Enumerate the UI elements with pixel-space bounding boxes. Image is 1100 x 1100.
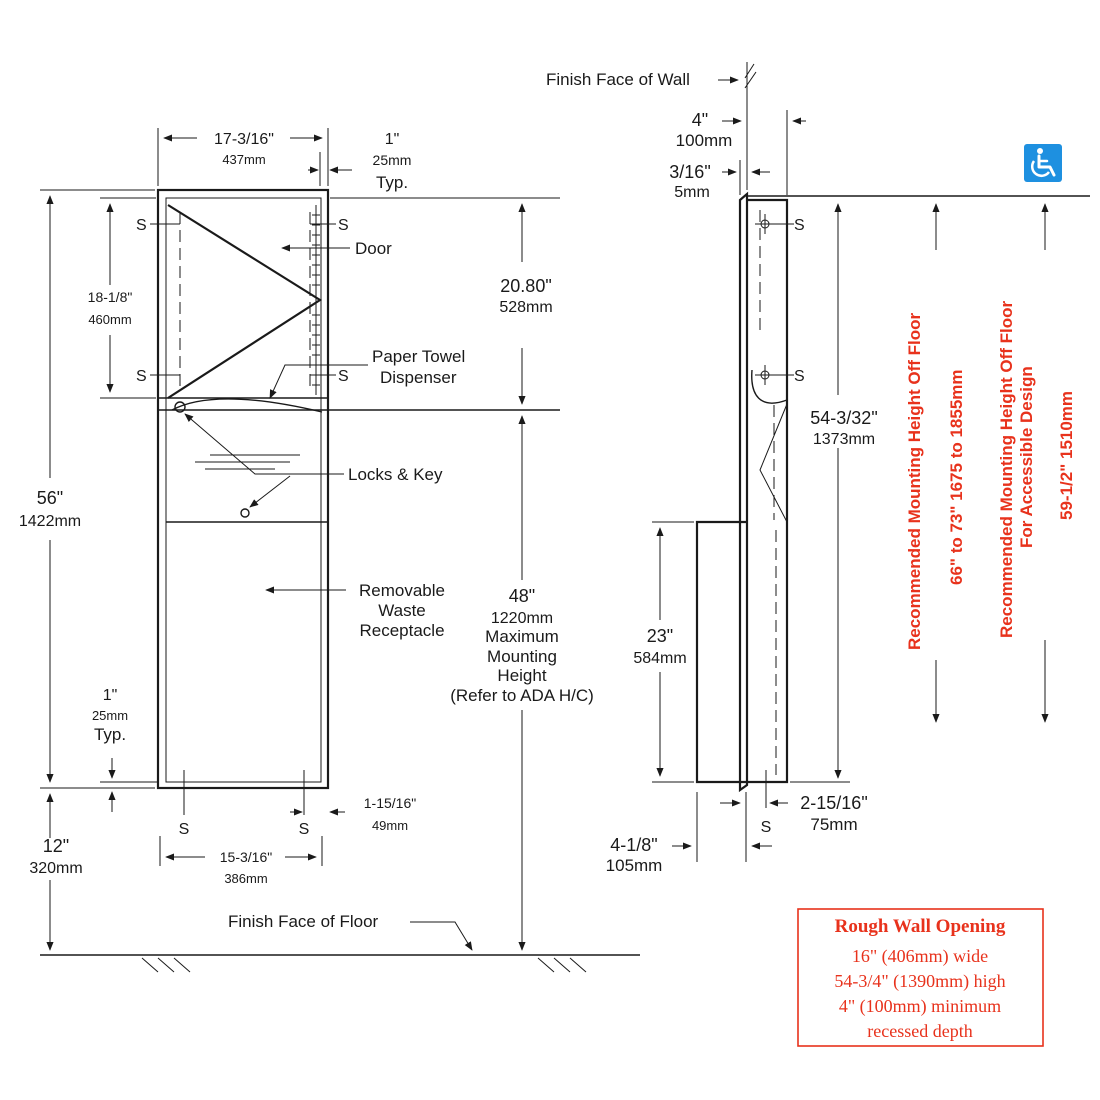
screw-mark: S [338, 368, 349, 385]
bottom-flange-mm: 25mm [92, 708, 128, 723]
screw-mark: S [136, 368, 147, 385]
bottom-flange-typ: Typ. [94, 725, 126, 744]
flange-thk-mm: 5mm [674, 184, 710, 201]
flange-mm: 25mm [373, 152, 412, 168]
max-height-line-4: (Refer to ADA H/C) [450, 686, 594, 705]
top-section-dim: 20.80" [500, 276, 551, 296]
recept-height-mm: 584mm [633, 650, 686, 667]
dispenser-curve [171, 398, 323, 413]
max-height-mm: 1220mm [491, 610, 553, 627]
cabinet-inner [165, 197, 322, 783]
screw-mark: S [761, 819, 772, 836]
screw-span-mm: 386mm [224, 871, 267, 886]
locks-key-label: Locks & Key [348, 465, 443, 484]
max-height-line-1: Maximum [485, 627, 559, 646]
overall-height-dim: 56" [37, 488, 63, 508]
door-height-dim: 18-1/8" [88, 289, 133, 305]
screw-mark: S [794, 217, 805, 234]
rough-opening-line-1: 16" (406mm) wide [852, 946, 988, 967]
flange-thk-dim: 3/16" [669, 162, 710, 182]
screw-span-dim: 15-3/16" [220, 849, 272, 865]
accessibility-notes: Recommended Mounting Height Off Floor 66… [905, 144, 1076, 723]
recept-height-dim: 23" [647, 626, 673, 646]
flange-typ: Typ. [376, 173, 408, 192]
accessible-label-1: Recommended Mounting Height Off Floor [997, 300, 1016, 638]
screw-mark: S [179, 821, 190, 838]
accessible-value: 59-1/2" 1510mm [1057, 391, 1076, 520]
side-flange [738, 191, 749, 793]
overall-height-mm: 1422mm [19, 513, 81, 530]
max-height-line-2: Mounting [487, 647, 557, 666]
floor-gap-mm: 320mm [29, 860, 82, 877]
floor-hatch [141, 957, 587, 973]
flange-dim: 1" [385, 131, 400, 148]
floor-gap-dim: 12" [43, 836, 69, 856]
side-body [747, 198, 789, 784]
rough-opening-line-2: 54-3/4" (1390mm) high [834, 971, 1005, 992]
screw-icon [755, 365, 794, 385]
screw-mark: S [136, 217, 147, 234]
lock-top-icon [174, 401, 186, 413]
depth-dim: 4" [692, 110, 708, 130]
lock-bottom-icon [240, 508, 250, 518]
protrusion-mm: 105mm [606, 856, 663, 875]
overall-width-mm: 437mm [222, 152, 265, 167]
screw-mark: S [338, 217, 349, 234]
screw-offset-dim: 1-15/16" [364, 795, 416, 811]
waste-label-1: Removable [359, 581, 445, 600]
screw-mark: S [794, 368, 805, 385]
depth-mm: 100mm [676, 131, 733, 150]
hinge-ticks [312, 205, 320, 395]
side-curve [751, 369, 788, 404]
screw-depth-dim: 2-15/16" [800, 793, 867, 813]
rough-opening-line-4: recessed depth [867, 1021, 972, 1041]
bottom-flange-dim: 1" [103, 687, 118, 704]
height-mm: 1373mm [813, 431, 875, 448]
receptacle-protrusion [695, 520, 747, 784]
screw-icon [755, 214, 794, 234]
rough-opening-title: Rough Wall Opening [835, 916, 1006, 937]
max-height-line-3: Height [497, 666, 546, 685]
wall-label: Finish Face of Wall [546, 70, 690, 89]
paper-towel-label-2: Dispenser [380, 368, 457, 387]
accessible-label-2: For Accessible Design [1017, 366, 1036, 548]
door-height-mm: 460mm [88, 312, 131, 327]
door-zigzag [167, 204, 323, 399]
overall-width-dim: 17-3/16" [214, 131, 274, 148]
rec-height-value: 66" to 73" 1675 to 1855mm [947, 369, 966, 585]
floor-label: Finish Face of Floor [228, 912, 379, 931]
screw-offset-mm: 49mm [372, 818, 408, 833]
paper-towel-label-1: Paper Towel [372, 347, 465, 366]
door-label: Door [355, 239, 392, 258]
rec-height-label: Recommended Mounting Height Off Floor [905, 312, 924, 650]
side-view: Finish Face of Wall 4" 100mm 3/16" 5mm [546, 62, 1090, 875]
protrusion-dim: 4-1/8" [610, 835, 657, 855]
front-view: 17-3/16" 437mm 1" 25mm Typ. S S S S Door… [19, 128, 640, 973]
height-dim: 54-3/32" [810, 408, 877, 428]
screw-depth-mm: 75mm [810, 815, 857, 834]
wheelchair-icon [1024, 144, 1062, 182]
top-section-mm: 528mm [499, 299, 552, 316]
waste-label-3: Receptacle [359, 621, 444, 640]
screw-mark: S [299, 821, 310, 838]
rough-opening-box: Rough Wall Opening 16" (406mm) wide 54-3… [797, 908, 1044, 1047]
rough-opening-line-3: 4" (100mm) minimum [839, 996, 1001, 1017]
max-height-dim: 48" [509, 586, 535, 606]
cabinet-outline [156, 188, 330, 790]
side-door-swing [759, 403, 788, 523]
waste-label-2: Waste [378, 601, 426, 620]
